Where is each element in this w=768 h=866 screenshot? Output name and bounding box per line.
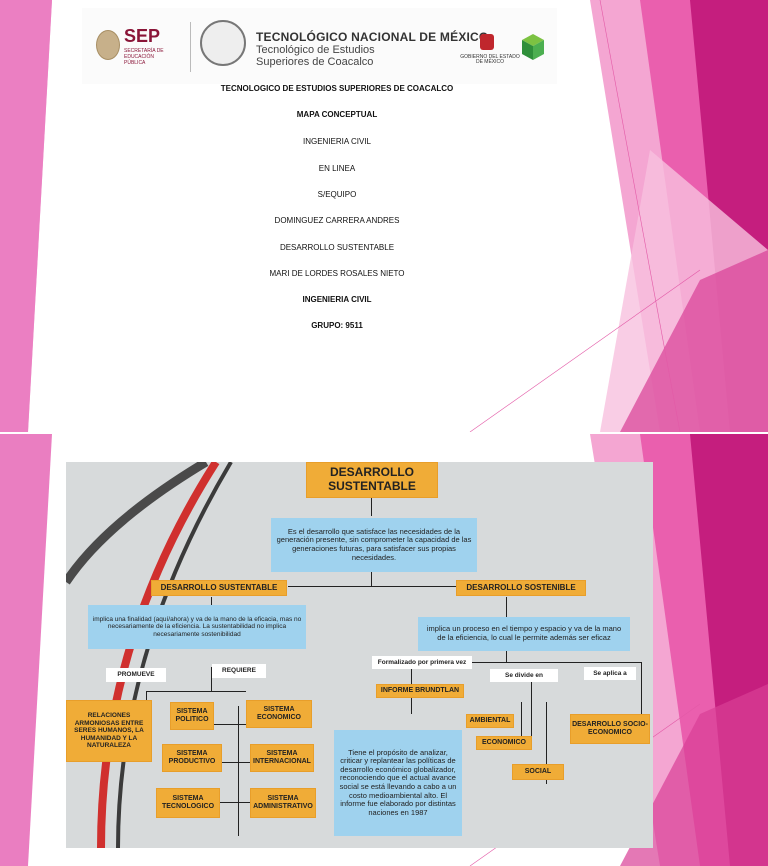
tecnm-subtitle-1: Tecnológico de Estudios [256, 44, 375, 56]
cover-line-teacher: MARI DE LORDES ROSALES NIETO [269, 269, 405, 278]
tecnm-title: TECNOLÓGICO NACIONAL DE MÉXICO [256, 30, 489, 44]
logo-divider [190, 22, 191, 72]
cover-line-group: GRUPO: 9511 [311, 321, 363, 330]
cover-line-career-2: INGENIERIA CIVIL [302, 295, 372, 304]
cover-line-student: DOMINGUEZ CARRERA ANDRES [274, 216, 400, 225]
cover-line-doc-type: MAPA CONCEPTUAL [296, 110, 378, 119]
tecnm-subtitle-2: Superiores de Coacalco [256, 56, 374, 68]
sep-logo-text: SEP [124, 26, 161, 46]
edomex-logo-text: GOBIERNO DEL ESTADO DE MÉXICO [460, 54, 520, 65]
national-seal-icon [200, 20, 246, 66]
pink-decoration [0, 0, 768, 432]
definition-box: Es el desarrollo que satisface las neces… [271, 518, 477, 572]
label-se-divide: Se divide en [490, 669, 558, 682]
economico-box: ECONOMICO [476, 736, 532, 750]
cover-line-subject: DESARROLLO SUSTENTABLE [279, 243, 395, 252]
ambiental-box: AMBIENTAL [466, 714, 514, 728]
pink-decoration [0, 434, 768, 866]
sostenible-desc: implica un proceso en el tiempo y espaci… [418, 617, 630, 651]
map-title: DESARROLLO SUSTENTABLE [306, 462, 438, 498]
concept-map-slide: DESARROLLO SUSTENTABLE Es el desarrollo … [0, 434, 768, 866]
label-promueve: PROMUEVE [106, 668, 166, 682]
header-logos: SEP SECRETARÍA DE EDUCACIÓN PÚBLICA TECN… [82, 8, 557, 84]
sistema-administrativo: SISTEMA ADMINISTRATIVO [250, 788, 316, 818]
cover-line-team: S/EQUIPO [317, 190, 357, 199]
label-se-aplica: Se aplica a [584, 667, 636, 680]
informe-brundtlan: INFORME BRUNDTLAN [376, 684, 464, 698]
sistema-politico: SISTEMA POLITICO [170, 702, 214, 730]
sistema-tecnologico: SISTEMA TECNOLOGICO [156, 788, 220, 818]
sep-emblem-icon [96, 30, 120, 60]
cover-line-school: TECNOLOGICO DE ESTUDIOS SUPERIORES DE CO… [220, 84, 454, 93]
informe-description: Tiene el propósito de analizar, criticar… [334, 730, 462, 836]
social-box: SOCIAL [512, 764, 564, 780]
branch-sustentable: DESARROLLO SUSTENTABLE [151, 580, 287, 596]
concept-map: DESARROLLO SUSTENTABLE Es el desarrollo … [66, 462, 653, 848]
cover-line-career: INGENIERIA CIVIL [302, 137, 372, 146]
tesco-logo-icon [522, 34, 544, 60]
label-formalizado: Formalizado por primera vez [372, 656, 472, 669]
edomex-emblem-icon [480, 34, 494, 50]
title-slide: SEP SECRETARÍA DE EDUCACIÓN PÚBLICA TECN… [0, 0, 768, 432]
relaciones-box: RELACIONES ARMONIOSAS ENTRE SERES HUMANO… [66, 700, 152, 762]
branch-sostenible: DESARROLLO SOSTENIBLE [456, 580, 586, 596]
sistema-economico: SISTEMA ECONOMICO [246, 700, 312, 728]
sistema-productivo: SISTEMA PRODUCTIVO [162, 744, 222, 772]
label-requiere: REQUIERE [212, 664, 266, 678]
socio-economico-box: DESARROLLO SOCIO-ECONOMICO [570, 714, 650, 744]
sistema-internacional: SISTEMA INTERNACIONAL [250, 744, 314, 772]
sep-logo-subtext: SECRETARÍA DE EDUCACIÓN PÚBLICA [124, 48, 164, 66]
cover-line-modality: EN LINEA [318, 164, 356, 173]
sustentable-desc: implica una finalidad (aquí/ahora) y va … [88, 605, 306, 649]
